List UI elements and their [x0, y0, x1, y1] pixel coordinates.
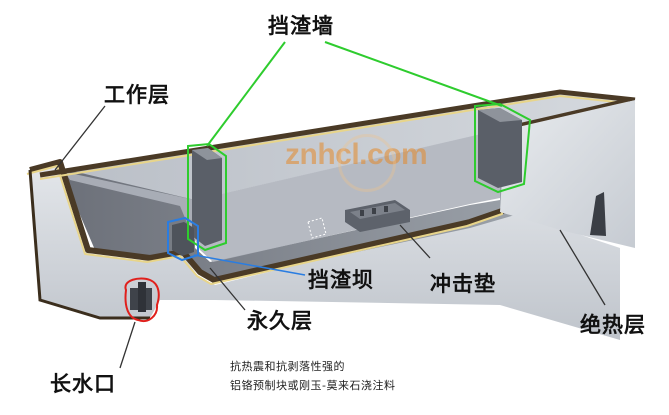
slag-dam-shape	[172, 222, 194, 256]
nozzle-body-left	[130, 288, 140, 310]
nozzle-outline	[124, 277, 160, 322]
yellow-layer-top-band	[39, 94, 636, 180]
label-working-layer: 工作层	[104, 83, 170, 107]
outer-shell	[30, 160, 620, 340]
watermark-logo-icon	[338, 134, 396, 192]
permanent-layer-leader	[209, 267, 246, 311]
impact-pad-notch-3	[384, 206, 388, 212]
nozzle-core	[138, 282, 146, 312]
slag-wall-right-outline	[474, 102, 532, 194]
slag-dam-leader	[193, 254, 306, 276]
front-edge	[28, 169, 150, 320]
slag-dam-body	[172, 222, 194, 256]
yellow-layer-band	[26, 123, 508, 285]
pour-marker	[307, 217, 327, 239]
label-slag-wall: 挡渣墙	[268, 14, 334, 38]
slag-walls	[192, 108, 522, 246]
insulation-layer-leader	[559, 229, 606, 306]
slag-wall-right	[478, 108, 522, 188]
impact-pad-leader	[399, 224, 431, 259]
slag-wall-left-top	[192, 148, 222, 160]
leader-lines	[54, 105, 606, 369]
impact-pad-notch-1	[360, 210, 364, 216]
nozzle-body-right	[142, 288, 152, 310]
right-block-slot	[590, 192, 606, 236]
label-permanent-desc-1: 抗热震和抗剥落性强的	[230, 360, 345, 373]
label-permanent-desc-2: 铝铬预制块或刚玉-莫来石浇注料	[230, 379, 396, 392]
slag-wall-left	[192, 148, 222, 246]
label-insulation-layer: 绝热层	[580, 313, 646, 337]
working-layer-leader	[54, 105, 106, 171]
impact-pad-notch-2	[372, 208, 376, 214]
label-permanent-layer: 永久层	[247, 309, 313, 333]
working-layer-band	[29, 119, 513, 283]
callouts	[124, 41, 532, 322]
label-impact-pad: 冲击垫	[430, 272, 496, 296]
slag-wall-right-top	[478, 108, 522, 122]
tundish-body	[26, 89, 636, 340]
right-end-rim	[498, 100, 635, 130]
label-nozzle: 长水口	[50, 372, 116, 396]
label-slag-dam: 挡渣坝	[308, 268, 374, 292]
nozzle-shape	[130, 282, 152, 312]
slag-wall-leader-right	[324, 41, 503, 107]
nozzle-leader	[119, 321, 136, 369]
impact-pad-shape	[307, 200, 410, 239]
slag-wall-leader-left	[206, 41, 286, 147]
